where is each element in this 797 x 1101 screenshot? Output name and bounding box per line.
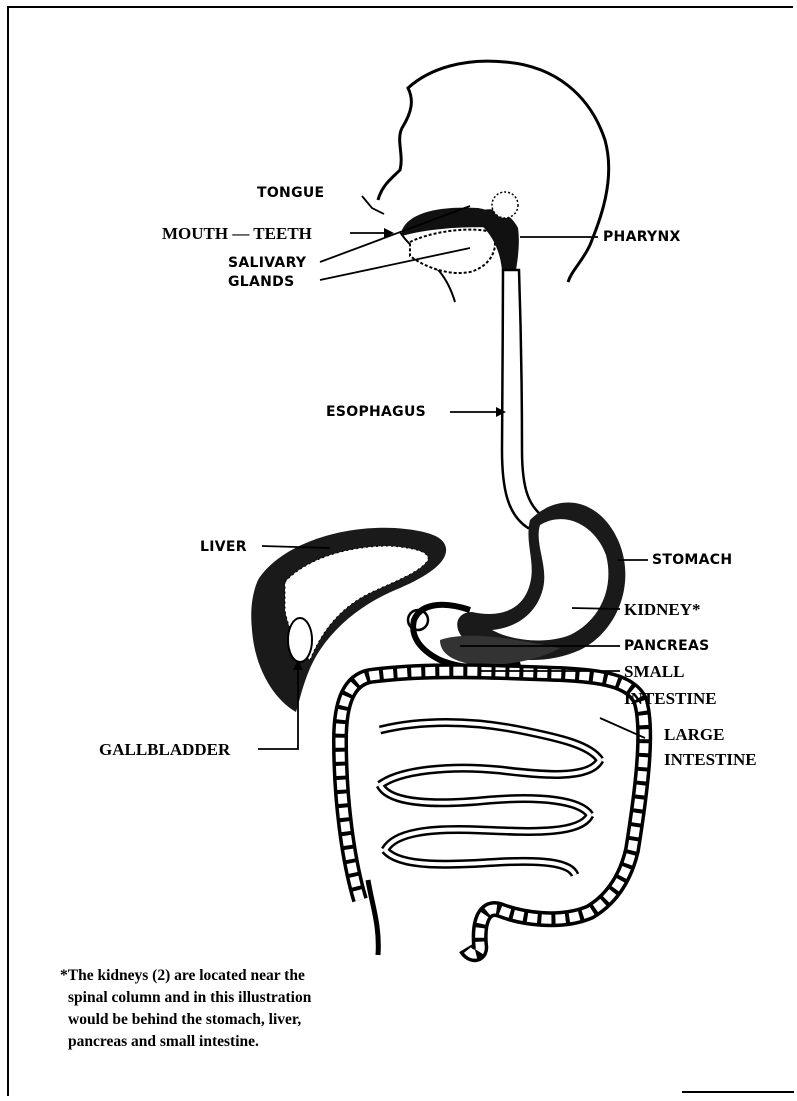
appendix — [368, 880, 378, 955]
label-gallbladder: GALLBLADDER — [99, 741, 230, 758]
label-stomach: STOMACH — [652, 553, 732, 567]
footnote-line-1: *The kidneys (2) are located near the — [60, 965, 350, 987]
label-pancreas: PANCREAS — [624, 639, 709, 653]
kidney-footnote: *The kidneys (2) are located near the sp… — [60, 965, 350, 1053]
label-mouth-teeth: MOUTH — TEETH — [162, 225, 312, 242]
leader-tongue — [362, 196, 384, 214]
footnote-line-4: pancreas and small intestine. — [60, 1031, 350, 1053]
label-tongue: TONGUE — [257, 186, 324, 200]
label-small-intestine-line1: SMALL — [624, 663, 684, 680]
label-kidney: KIDNEY* — [624, 601, 701, 618]
footnote-line-2: spinal column and in this illustration — [60, 987, 350, 1009]
label-large-intestine-line2: INTESTINE — [664, 751, 757, 768]
large-intestine-inner — [340, 671, 644, 954]
nasal-cluster — [492, 192, 518, 218]
label-small-intestine-line2: INTESTINE — [624, 690, 717, 707]
label-salivary-glands-line2: GLANDS — [228, 275, 294, 289]
label-liver: LIVER — [200, 540, 247, 554]
footnote-line-3: would be behind the stomach, liver, — [60, 1009, 350, 1031]
gallbladder-shape — [288, 618, 312, 662]
label-pharynx: PHARYNX — [603, 230, 681, 244]
leader-kidney — [572, 608, 620, 609]
esophagus-tube — [502, 270, 548, 528]
label-salivary-glands-line1: SALIVARY — [228, 256, 306, 270]
label-large-intestine-line1: LARGE — [664, 726, 724, 743]
label-esophagus: ESOPHAGUS — [326, 405, 426, 419]
